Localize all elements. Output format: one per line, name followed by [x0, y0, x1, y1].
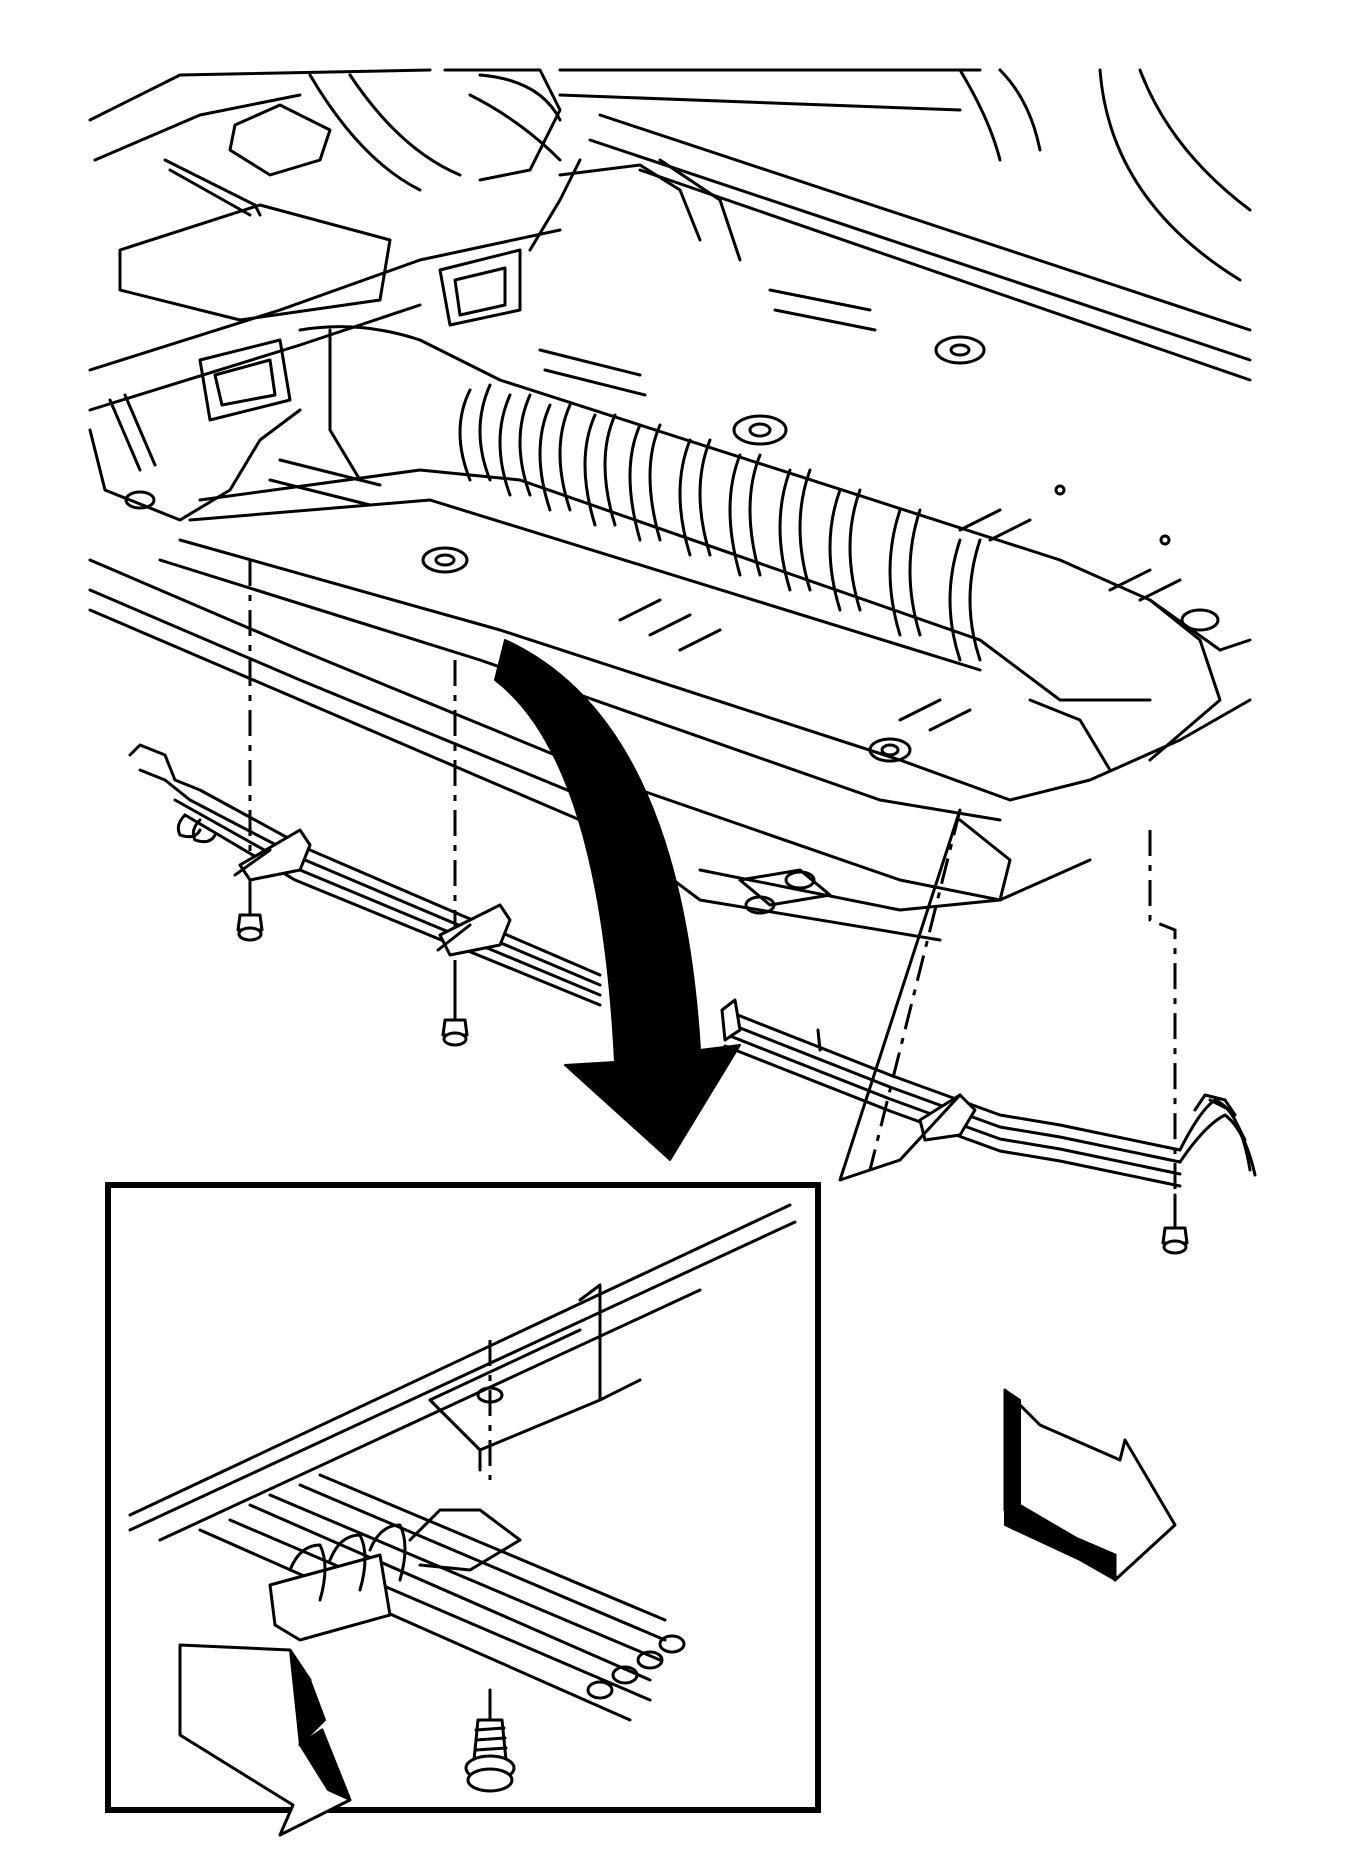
detail-inset: [105, 1182, 821, 1837]
bolt-3: [1161, 1193, 1189, 1255]
bolt-2: [441, 983, 469, 1047]
bolt-1: [236, 878, 264, 942]
underbody-floor-pan: [88, 68, 1252, 942]
curved-pointer-arrow: [494, 639, 741, 1161]
detail-callout-wedge: [838, 808, 962, 1182]
inset-line-clip: [268, 1508, 522, 1642]
line-clips: [233, 828, 977, 1142]
floor-ribs: [458, 383, 982, 662]
inset-direction-arrow: [178, 1643, 352, 1837]
direction-arrow-outer: [1003, 1388, 1177, 1582]
floor-slots: [268, 288, 1182, 732]
brake-line-bundle: [128, 743, 1257, 1188]
fastener-bolts: [236, 878, 1189, 1255]
inset-fastener: [464, 1688, 516, 1793]
